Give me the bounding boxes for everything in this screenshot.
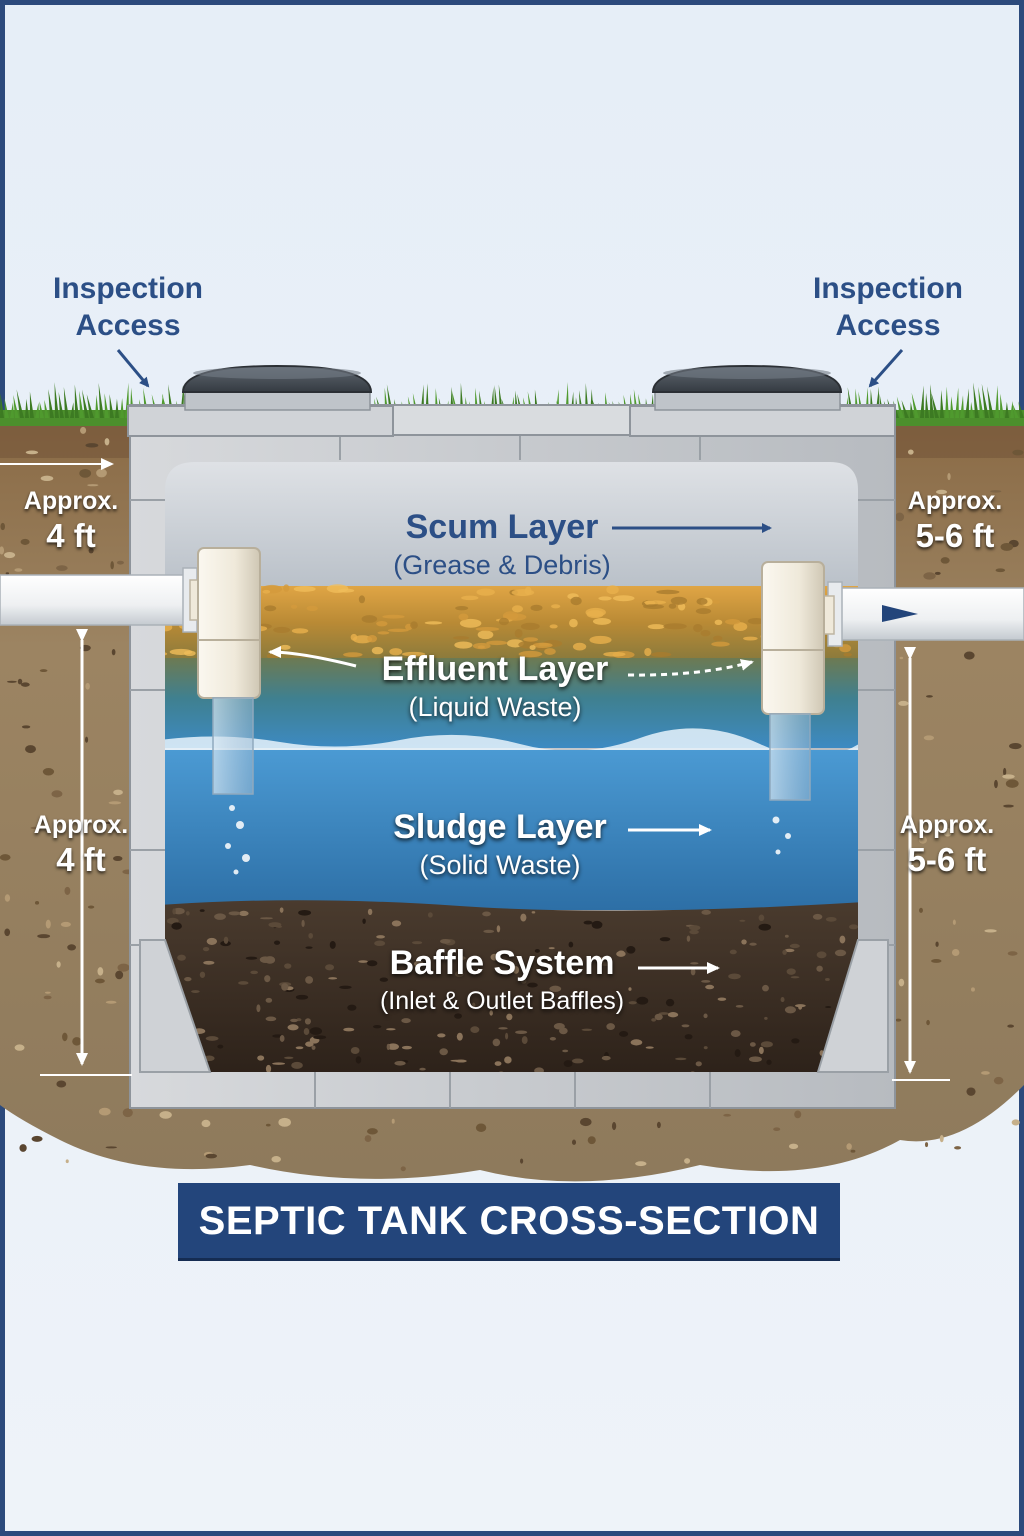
inlet-pipe xyxy=(0,567,231,633)
inspection-lid-right xyxy=(651,364,843,393)
scum-layer-title: Scum Layer xyxy=(405,508,599,546)
access-arrow-left xyxy=(116,349,150,388)
soil-texture xyxy=(0,426,1024,1172)
inlet-baffle xyxy=(197,547,261,795)
access-left-line2: Access xyxy=(75,309,181,342)
dimension-label-right-bottom: Approx. 5-6 ft xyxy=(882,810,1012,880)
effluent-layer-label: Effluent Layer (Liquid Waste) xyxy=(345,648,645,724)
dim-right-bottom-line2: 5-6 ft xyxy=(907,841,987,878)
scum-layer-subtitle: (Grease & Debris) xyxy=(393,550,611,580)
dim-left-top-line1: Approx. xyxy=(23,487,119,515)
baffle-system-title: Baffle System xyxy=(389,944,615,982)
access-left-line1: Inspection xyxy=(52,272,203,305)
dim-right-top-line1: Approx. xyxy=(907,487,1003,515)
outlet-pipe xyxy=(797,581,1024,647)
sludge-layer-title: Sludge Layer xyxy=(393,808,607,846)
bubbles xyxy=(225,805,791,875)
effluent-layer-subtitle: (Liquid Waste) xyxy=(408,692,582,722)
title-banner: SEPTIC TANK CROSS-SECTION xyxy=(178,1183,840,1261)
dim-left-bottom-line2: 4 ft xyxy=(56,841,106,878)
sludge-layer-subtitle: (Solid Waste) xyxy=(419,850,581,880)
scum-layer-label: Scum Layer (Grease & Debris) xyxy=(352,506,652,582)
sludge-layer-label: Sludge Layer (Solid Waste) xyxy=(350,806,650,882)
dim-left-bottom-line1: Approx. xyxy=(33,811,129,839)
inspection-lid-left xyxy=(181,364,373,393)
dim-right-top-line2: 5-6 ft xyxy=(915,517,995,554)
outlet-baffle xyxy=(761,561,825,801)
access-right-line1: Inspection xyxy=(812,272,963,305)
access-right-line2: Access xyxy=(835,309,941,342)
effluent-arrow-left xyxy=(268,646,357,668)
dim-right-bottom-line1: Approx. xyxy=(899,811,995,839)
dim-left-top-line2: 4 ft xyxy=(46,517,96,554)
baffle-system-subtitle: (Inlet & Outlet Baffles) xyxy=(379,987,625,1015)
inspection-access-label-left: Inspection Access xyxy=(18,270,238,344)
effluent-arrow-right xyxy=(627,659,754,677)
dimension-label-left-bottom: Approx. 4 ft xyxy=(16,810,146,880)
baffle-system-label: Baffle System (Inlet & Outlet Baffles) xyxy=(352,942,652,1018)
dimension-label-left-top: Approx. 4 ft xyxy=(6,486,136,556)
dimension-label-right-top: Approx. 5-6 ft xyxy=(890,486,1020,556)
inspection-access-label-right: Inspection Access xyxy=(778,270,998,344)
effluent-layer-title: Effluent Layer xyxy=(381,650,609,688)
access-arrow-right xyxy=(868,349,904,388)
